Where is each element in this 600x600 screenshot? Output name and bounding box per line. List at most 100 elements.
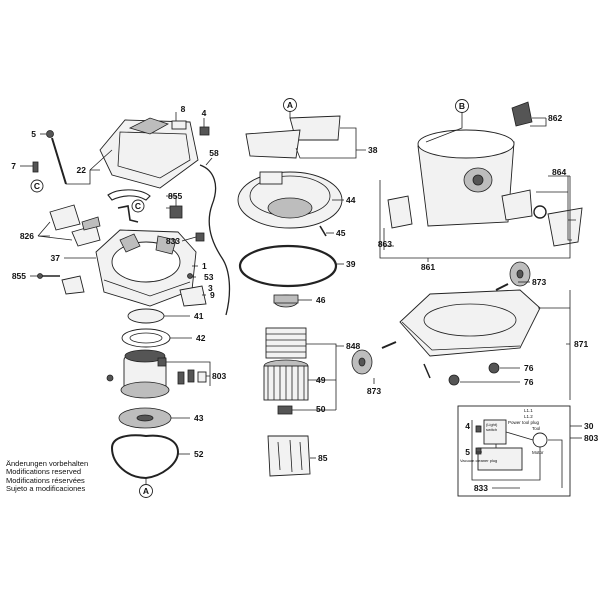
part-number-855-left: 855 [12,271,26,281]
part-number-861: 861 [421,262,435,272]
filter-housing-part [237,171,343,229]
part-number-833-left: 833 [166,236,180,246]
part-number-43: 43 [194,413,204,423]
chassis-part [399,289,541,357]
callout-a-top [283,98,297,112]
part-number-52: 52 [194,449,204,459]
part-number-45: 45 [336,228,346,238]
part-number-3: 3 [208,283,213,293]
label-plate-part [171,120,187,130]
part-number-873-right: 873 [532,277,546,287]
part-number-826: 826 [20,231,34,241]
modification-note: Änderungen vorbehalten Modifications res… [6,459,89,494]
part-number-44: 44 [346,195,356,205]
callout-a-bottom [139,484,153,498]
part-number-49: 49 [316,375,326,385]
callout-c-middle-label: C [135,201,141,211]
pleated-filter-part [263,359,309,401]
part-number-22: 22 [77,165,87,175]
part-number-862: 862 [548,113,562,123]
part-number-871: 871 [574,339,588,349]
part-number-4-top: 4 [202,108,207,118]
part-number-38: 38 [368,145,378,155]
side-latch-part [387,195,413,229]
callouts: A A B C C [30,98,469,498]
filter-cartridge-part [265,327,307,359]
note-line-spanish: Sujeto a modificaciones [6,484,86,494]
part-number-864: 864 [552,167,566,177]
part-number-50: 50 [316,404,326,414]
callout-c-middle [131,199,145,213]
part-number-863: 863 [378,239,392,249]
part-number-42: 42 [196,333,206,343]
part-number-30: 30 [584,421,594,431]
schematic-tool-label: Tool [532,426,540,431]
right-column-assembly [351,101,583,386]
wire-loop-part [107,189,151,201]
part-number-39: 39 [346,259,356,269]
filter-ring-part [238,244,338,288]
part-number-46: 46 [316,295,326,305]
schematic-vacuum-plug-label: Vacuum cleaner plug [460,458,497,463]
schematic-motor-label: Motor [532,450,544,455]
gasket-ring-part [121,328,171,348]
callout-a-bottom-label: A [143,486,149,496]
schematic-power-tool-plug-label: Power tool plug [508,420,540,425]
clip-part [199,126,210,136]
cable-part [199,164,231,316]
schematic-l2-label: L1.2 [524,414,533,419]
connector-pin-part [32,130,67,185]
bowl-gasket-part [110,434,180,480]
part-numbers: 8 4 5 7 22 58 855 826 833 37 1 53 855 3 … [11,104,598,493]
dust-container-part [417,129,515,227]
filter-nut-part [277,405,293,415]
part-number-58: 58 [209,148,219,158]
callout-c-left-label: C [34,181,40,191]
part-number-4-schematic: 4 [465,421,470,431]
part-number-855-top: 855 [168,191,182,201]
small-clip-part [195,232,205,242]
housing-screw-part [319,225,327,237]
note-line-german: Änderungen vorbehalten [6,459,89,468]
axle-part [495,283,509,291]
seal-ring-part [127,308,165,324]
part-number-9: 9 [210,290,215,300]
dust-bag-part [267,435,311,477]
part-number-53: 53 [204,272,214,282]
part-number-1: 1 [202,261,207,271]
castor-part [488,362,500,374]
callout-b-top-label: B [459,101,465,111]
callout-c-left [30,179,44,193]
callout-b-top [455,99,469,113]
part-number-85: 85 [318,453,328,463]
middle-column-assembly [237,115,343,477]
part-number-7: 7 [11,161,16,171]
callout-a-top-label: A [287,100,293,110]
part-number-833-schematic: 833 [474,483,488,493]
motor-part [120,349,170,399]
part-number-41: 41 [194,311,204,321]
schematic-light-label: (Light) [486,422,498,427]
left-column-assembly [32,117,231,480]
part-number-5-top: 5 [31,129,36,139]
wiring-schematic: L1.1 L1.2 Power tool plug Tool (Light) s… [457,405,571,497]
schematic-l1-label: L1.1 [524,408,533,413]
part-number-76-top: 76 [524,363,534,373]
part-number-848: 848 [346,341,360,351]
switch-part [169,205,183,219]
part-number-803-schematic: 803 [584,433,598,443]
schematic-switch-label: switch [486,427,497,432]
leader-lines [20,110,582,489]
filter-bracket-part [49,204,101,247]
part-number-873-left: 873 [367,386,381,396]
bracket-wire-part [117,205,139,223]
latch-part [511,101,533,127]
side-cover-part [501,189,533,221]
brush-set-part [106,369,207,385]
part-number-37: 37 [51,253,61,263]
part-number-8: 8 [181,104,186,114]
note-line-french: Modifications réservées [6,475,85,485]
motor-housing-part [95,229,197,307]
part-number-5-schematic: 5 [465,447,470,457]
